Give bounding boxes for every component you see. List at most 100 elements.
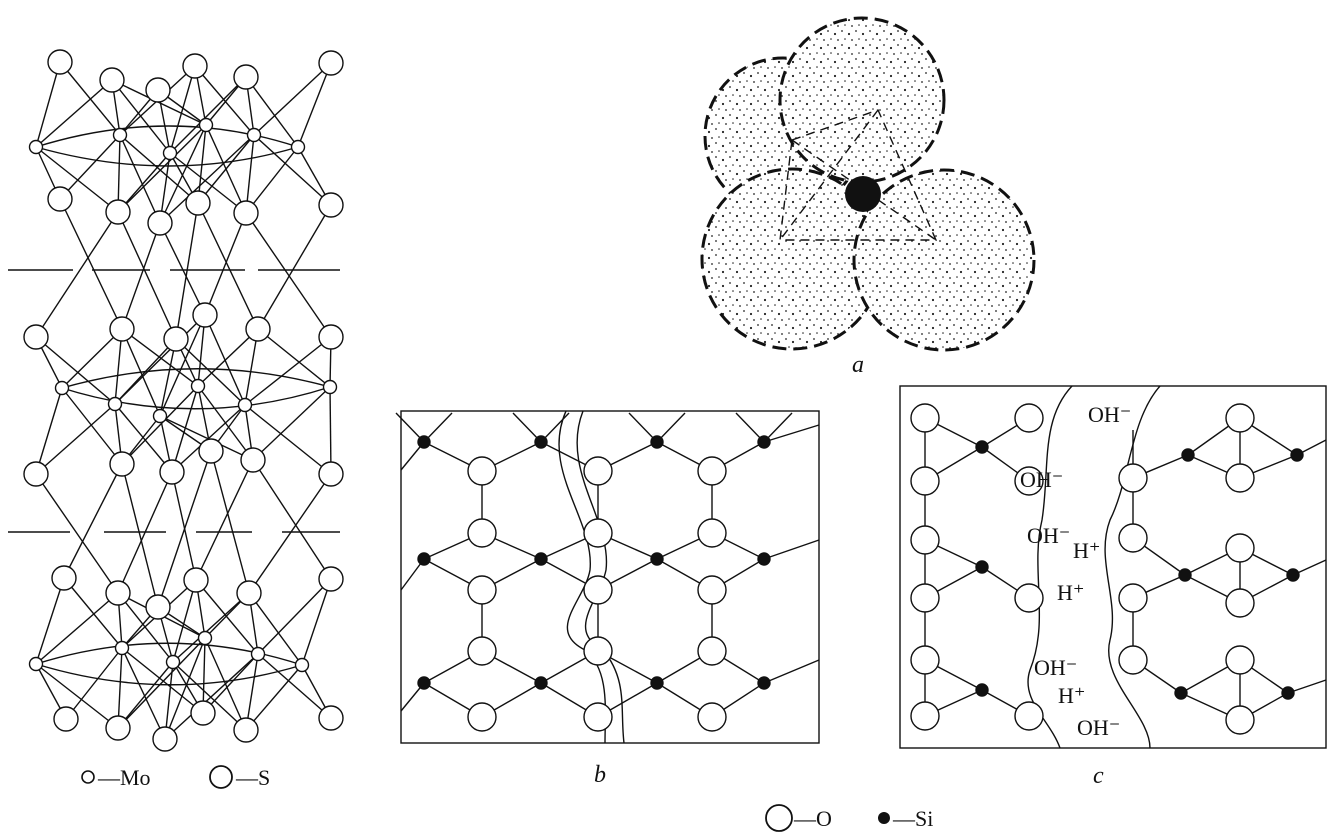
o-atom	[910, 466, 940, 496]
mo-s-bond	[169, 65, 196, 154]
s-atom	[318, 566, 344, 592]
panel-b-frame	[400, 410, 820, 744]
silicon-atom	[845, 176, 881, 212]
mo-s-bond	[253, 62, 332, 136]
mo-atom	[322, 379, 338, 395]
mo-s-bond	[159, 134, 255, 224]
mo-atom-legend-symbol	[81, 770, 95, 784]
s-atom-legend-symbol	[209, 765, 233, 789]
mo-s-bond	[121, 328, 199, 387]
mo-s-bond	[61, 387, 123, 465]
si-atom	[1286, 568, 1300, 582]
mo-atom	[54, 380, 70, 396]
o-atom	[1225, 463, 1255, 493]
ion-label: H⁺	[1058, 683, 1086, 708]
o-legend-label: —O	[793, 806, 832, 831]
s-atom	[163, 326, 189, 352]
o-atom	[910, 403, 940, 433]
si-atom	[1181, 448, 1195, 462]
mo-s-bond	[121, 647, 204, 714]
mo-s-bond	[63, 577, 123, 649]
si-atom	[534, 552, 548, 566]
s-atom	[185, 190, 211, 216]
tetrahedron-edges	[779, 109, 938, 241]
o-atom	[583, 575, 613, 605]
oxygen-sphere	[852, 168, 1036, 352]
mo-s-bond	[35, 387, 63, 475]
mo-atom	[246, 127, 262, 143]
si-atom	[757, 435, 771, 449]
si-atom	[417, 552, 431, 566]
mo-plane-arc	[61, 368, 331, 389]
mo-s-bond	[245, 664, 303, 731]
panel-c-hydrated-silica	[899, 385, 1327, 749]
mo-s-bond	[194, 65, 255, 136]
mo-s-bond	[117, 134, 121, 213]
o-atom	[583, 702, 613, 732]
s-atom	[198, 438, 224, 464]
mo-s-bond	[197, 134, 255, 204]
interlayer-line	[245, 212, 332, 338]
si-atom	[534, 676, 548, 690]
mo-s-bond	[169, 76, 247, 154]
si-atom	[650, 435, 664, 449]
si-atom	[650, 676, 664, 690]
mo-atom	[197, 630, 213, 646]
o-atom	[910, 525, 940, 555]
o-atom	[697, 575, 727, 605]
mo-atom	[165, 654, 181, 670]
ion-label: H⁺	[1057, 580, 1085, 605]
o-atom-legend-symbol	[765, 804, 793, 832]
o-atom	[1118, 583, 1148, 613]
mo-s-bond	[195, 579, 259, 655]
mo-s-bond	[159, 338, 177, 417]
si-atom	[417, 435, 431, 449]
si-atom	[757, 552, 771, 566]
s-atom	[318, 192, 344, 218]
mo-s-bond	[171, 404, 246, 473]
mo-atom	[114, 640, 130, 656]
interlayer-line	[197, 202, 259, 330]
mo-atom	[152, 408, 168, 424]
s-atom	[51, 565, 77, 591]
fracture-line	[558, 410, 607, 744]
si-legend-label: —Si	[892, 806, 933, 831]
si-atom	[1174, 686, 1188, 700]
s-atom	[152, 726, 178, 752]
mo-s-bond	[204, 314, 246, 406]
s-atom	[99, 67, 125, 93]
mo-plane-arc	[35, 663, 303, 686]
mo-s-bond	[301, 578, 332, 666]
s-atom	[147, 210, 173, 236]
si-atom	[417, 676, 431, 690]
si-o-bond	[763, 424, 820, 443]
panel-a-tetrahedron	[700, 16, 1036, 352]
s-atom	[53, 706, 79, 732]
caption-a: a	[852, 352, 864, 378]
si-o-bond	[540, 412, 570, 443]
mo-s-bond	[119, 134, 161, 224]
mo-s-bond	[59, 134, 121, 200]
o-atom	[697, 456, 727, 486]
mo-s-bond	[159, 124, 207, 224]
si-o-bond	[395, 412, 425, 443]
ion-label: OH⁻	[1027, 523, 1070, 548]
o-atom	[1118, 523, 1148, 553]
o-atom	[697, 518, 727, 548]
s-atom	[318, 705, 344, 731]
mo-s-bond	[117, 637, 206, 729]
s-atom	[233, 717, 259, 743]
s-legend-label: —S	[235, 765, 270, 790]
si-o-bond	[763, 412, 793, 443]
mo-s-bond	[169, 152, 247, 214]
mo-atom	[162, 145, 178, 161]
si-atom	[1178, 568, 1192, 582]
mo-s-bond	[59, 61, 121, 136]
mo-s-bond	[159, 314, 206, 417]
si-o-bond	[628, 412, 658, 443]
mo-s-bond	[114, 403, 173, 473]
si-atom	[534, 435, 548, 449]
s-atom	[23, 324, 49, 350]
s-atom	[240, 447, 266, 473]
